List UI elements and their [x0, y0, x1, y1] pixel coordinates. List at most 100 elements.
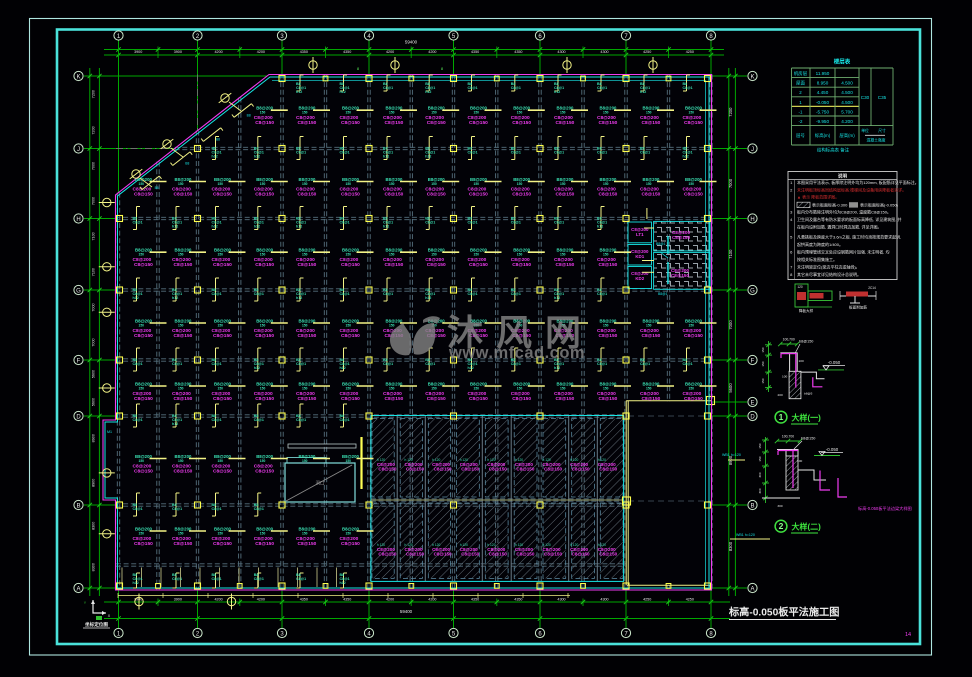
svg-text:4300: 4300	[557, 50, 565, 54]
svg-text:C8@150: C8@150	[434, 467, 452, 472]
svg-text:C8@200: C8@200	[172, 536, 191, 542]
svg-text:150: 150	[603, 253, 609, 257]
svg-text:B8@200: B8@200	[685, 177, 702, 182]
svg-text:150: 150	[603, 387, 609, 391]
svg-text:C8@200: C8@200	[631, 249, 649, 254]
svg-text:B8: B8	[425, 217, 430, 221]
svg-text:C8@150: C8@150	[341, 396, 360, 402]
svg-text:C8@200: C8@200	[296, 328, 315, 334]
svg-text:5: 5	[790, 234, 793, 239]
svg-text:C8@200: C8@200	[212, 391, 231, 397]
svg-text:A: A	[76, 586, 80, 592]
svg-text:C8@1: C8@1	[133, 292, 143, 296]
svg-text:B8@200: B8@200	[685, 106, 702, 111]
svg-text:B8: B8	[340, 573, 345, 577]
svg-text:标高-0.050板平法施工图: 标高-0.050板平法施工图	[728, 606, 839, 619]
svg-text:C8@1: C8@1	[383, 292, 393, 296]
svg-text:h12: h12	[296, 296, 302, 300]
svg-text:B8: B8	[296, 573, 301, 577]
svg-text:C8@1: C8@1	[597, 221, 607, 225]
svg-text:4350: 4350	[300, 597, 308, 601]
svg-text:B8: B8	[383, 217, 388, 221]
svg-text:5600: 5600	[92, 398, 96, 406]
svg-text:h12: h12	[133, 581, 139, 585]
svg-text:150: 150	[689, 324, 695, 328]
svg-text:B8: B8	[340, 288, 345, 292]
svg-text:屋面: 屋面	[796, 81, 805, 87]
svg-text:C8@150: C8@150	[512, 333, 531, 339]
svg-text:标高-0.050板平法边梁大样图: 标高-0.050板平法边梁大样图	[858, 505, 912, 512]
svg-text:h12: h12	[340, 90, 346, 94]
svg-text:C8@150: C8@150	[298, 262, 317, 268]
svg-text:150: 150	[758, 456, 762, 461]
svg-text:C8@150: C8@150	[461, 467, 479, 472]
svg-text:h12: h12	[640, 90, 646, 94]
svg-text:4200: 4200	[386, 50, 394, 54]
svg-text:b8@150: b8@150	[799, 340, 813, 344]
svg-text:B8: B8	[254, 358, 259, 362]
svg-text:层高(m): 层高(m)	[839, 132, 855, 139]
svg-text:C8@200: C8@200	[597, 187, 616, 193]
svg-text:7000: 7000	[728, 320, 733, 330]
svg-text:4350: 4350	[343, 50, 351, 54]
svg-text:C8@200: C8@200	[640, 391, 659, 397]
svg-text:B8: B8	[340, 358, 345, 362]
svg-text:D: D	[750, 414, 755, 420]
svg-text:C8@200: C8@200	[460, 462, 478, 467]
svg-text:B8: B8	[597, 82, 602, 86]
svg-text:B8@200: B8@200	[256, 248, 273, 253]
svg-text:B8: B8	[216, 138, 220, 142]
svg-text:C8@1: C8@1	[296, 151, 306, 155]
svg-text:C8@150: C8@150	[469, 333, 488, 339]
svg-text:在板内设附加筋, 遇洞口时洞边加筋, 详见详图。: 在板内设附加筋, 遇洞口时洞边加筋, 详见详图。	[797, 224, 881, 230]
svg-text:h 120: h 120	[543, 543, 551, 547]
svg-text:C8@1: C8@1	[597, 362, 607, 366]
svg-text:C8@150: C8@150	[406, 552, 424, 557]
svg-text:B8@200: B8@200	[256, 454, 273, 459]
svg-text:C8@1: C8@1	[172, 577, 182, 581]
svg-text:B8@200: B8@200	[557, 382, 574, 387]
svg-text:150: 150	[761, 378, 765, 383]
svg-text:B8@200: B8@200	[299, 454, 316, 459]
svg-text:150: 150	[260, 387, 266, 391]
svg-text:C8@150: C8@150	[341, 333, 360, 339]
svg-text:B8: B8	[133, 217, 138, 221]
svg-text:C8@150: C8@150	[516, 467, 534, 472]
svg-text:7: 7	[624, 631, 628, 637]
svg-text:150: 150	[178, 253, 184, 257]
svg-text:标高(m): 标高(m)	[815, 132, 831, 139]
svg-text:C8@1: C8@1	[212, 362, 222, 366]
svg-text:C8@200: C8@200	[683, 328, 702, 334]
svg-text:WB1 h=120: WB1 h=120	[722, 453, 741, 457]
svg-text:C8@200: C8@200	[598, 462, 616, 467]
svg-text:B8@200: B8@200	[600, 319, 617, 324]
svg-text:C8@1: C8@1	[383, 86, 393, 90]
svg-text:150: 150	[346, 324, 352, 328]
svg-text:B8@200: B8@200	[513, 248, 530, 253]
svg-text:C8@150: C8@150	[341, 191, 360, 197]
svg-text:h 120: h 120	[377, 543, 385, 547]
svg-text:-1: -1	[799, 109, 803, 114]
svg-text:C8@150: C8@150	[213, 191, 232, 197]
svg-text:B8: B8	[683, 82, 688, 86]
svg-text:B8: B8	[511, 82, 516, 86]
svg-text:C8@1: C8@1	[511, 292, 521, 296]
svg-text:C8@1: C8@1	[597, 292, 607, 296]
svg-text:3900: 3900	[134, 597, 142, 601]
svg-text:150: 150	[139, 387, 145, 391]
svg-text:C8@200: C8@200	[172, 464, 191, 470]
svg-text:150: 150	[431, 111, 437, 115]
svg-text:B8@1: B8@1	[656, 242, 666, 246]
svg-text:150: 150	[260, 324, 266, 328]
svg-text:C8@1: C8@1	[172, 418, 182, 422]
svg-text:150: 150	[646, 111, 652, 115]
svg-text:B8@200: B8@200	[643, 382, 660, 387]
svg-text:C8@150: C8@150	[512, 262, 531, 268]
svg-text:C8@150: C8@150	[572, 552, 590, 557]
svg-text:B8: B8	[554, 82, 559, 86]
svg-text:B8@200: B8@200	[175, 319, 192, 324]
svg-text:7000: 7000	[92, 162, 96, 170]
svg-text:C8@200: C8@200	[468, 115, 487, 121]
svg-text:C8@200: C8@200	[340, 187, 359, 193]
svg-text:h12: h12	[554, 90, 560, 94]
